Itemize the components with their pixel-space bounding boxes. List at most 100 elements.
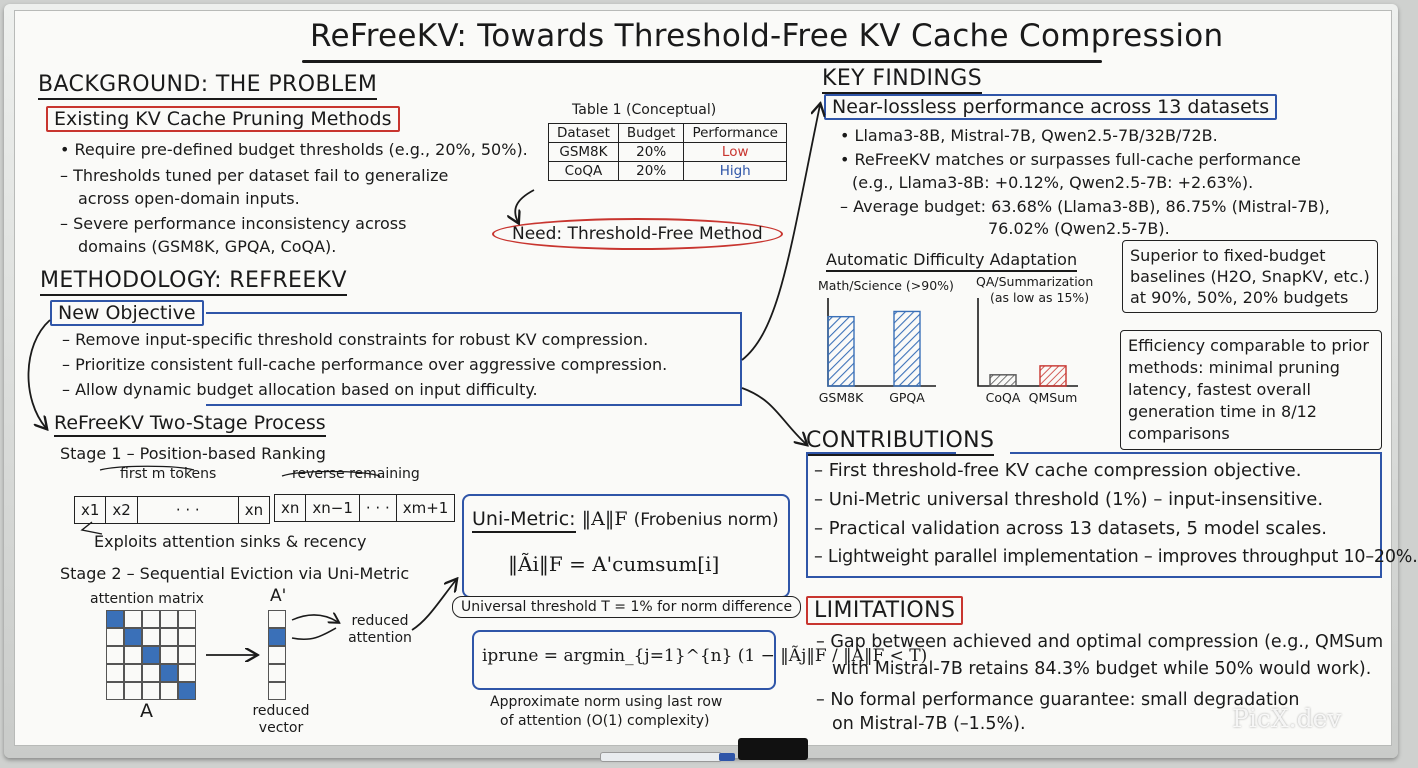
approx-note-2: of attention (O(1) complexity) xyxy=(500,713,710,729)
qa-summarization-label: QA/Summarization xyxy=(976,274,1094,289)
findings-bullet: (e.g., Llama3-8B: +0.12%, Qwen2.5-7B: +2… xyxy=(852,173,1254,192)
token: xn xyxy=(275,495,307,521)
table1-cell: CoQA xyxy=(548,161,619,181)
findings-heading: KEY FINDINGS xyxy=(822,66,983,94)
matrix-cell xyxy=(124,646,142,664)
attention-matrix-grid xyxy=(106,610,196,700)
attention-matrix-label: attention matrix xyxy=(90,591,204,607)
objective-bullet: – Allow dynamic budget allocation based … xyxy=(62,380,538,399)
matrix-cell xyxy=(106,628,124,646)
matrix-cell xyxy=(160,628,178,646)
matrix-cell xyxy=(160,646,178,664)
methodology-heading: METHODOLOGY: REFREEKV xyxy=(40,268,347,296)
token-sequence-first: x1 x2 · · · xn xyxy=(74,496,271,524)
background-bullet: – Severe performance inconsistency acros… xyxy=(60,214,407,233)
table1-cell: 20% xyxy=(617,161,685,181)
limitations-heading: LIMITATIONS xyxy=(806,596,964,625)
superior-box: Superior to fixed-budget baselines (H2O,… xyxy=(1122,240,1378,313)
title-underline xyxy=(302,60,1102,63)
matrix-cell xyxy=(178,664,196,682)
unimetric-norm: ‖A‖F xyxy=(581,508,628,530)
contribution-item: – Uni-Metric universal threshold (1%) – … xyxy=(814,489,1324,510)
findings-subheading: Near-lossless performance across 13 data… xyxy=(824,94,1278,120)
limitation-item: on Mistral-7B (–1.5%). xyxy=(832,714,1026,734)
adaptation-title: Automatic Difficulty Adaptation xyxy=(826,250,1078,272)
findings-bullet: • ReFreeKV matches or surpasses full-cac… xyxy=(840,150,1301,169)
watermark: PicX.dev xyxy=(1232,704,1342,733)
matrix-cell xyxy=(178,682,196,700)
objective-bullet: – Remove input-specific threshold constr… xyxy=(62,330,649,349)
token: · · · xyxy=(138,497,239,523)
contribution-item: – Practical validation across 13 dataset… xyxy=(814,518,1327,539)
table1-header: Performance xyxy=(683,123,787,143)
prune-formula: iprune = argmin_{j=1}^{n} (1 − ‖Ãj‖F / ‖… xyxy=(482,646,928,666)
approx-note: Approximate norm using last row xyxy=(490,694,723,710)
prune-formula-box xyxy=(472,630,776,690)
table1-header: Dataset xyxy=(548,123,619,143)
matrix-cell xyxy=(160,610,178,628)
matrix-cell xyxy=(142,664,160,682)
token: x2 xyxy=(106,497,138,523)
page-title: ReFreeKV: Towards Threshold-Free KV Cach… xyxy=(310,18,1224,54)
vector-cell xyxy=(268,628,286,646)
chart-category-label: CoQA xyxy=(986,390,1021,405)
chart-category-label: GSM8K xyxy=(819,390,864,405)
limitation-item: – Gap between achieved and optimal compr… xyxy=(816,632,1384,652)
objective-bullet: – Prioritize consistent full-cache perfo… xyxy=(62,355,668,374)
findings-bullet: • Llama3-8B, Mistral-7B, Qwen2.5-7B/32B/… xyxy=(840,126,1218,145)
contributions-box-top xyxy=(1010,452,1382,454)
token: x1 xyxy=(75,497,107,523)
marker-tray xyxy=(600,752,735,762)
chart-bar xyxy=(1039,365,1067,387)
table1-cell: 20% xyxy=(617,142,685,162)
vector-cell xyxy=(268,682,286,700)
table1-header: Budget xyxy=(617,123,685,143)
token: xn−1 xyxy=(306,495,360,521)
matrix-cell xyxy=(106,682,124,700)
efficiency-box: Efficiency comparable to prior methods: … xyxy=(1120,330,1382,450)
exploits-label: Exploits attention sinks & recency xyxy=(94,532,367,551)
chart-bar xyxy=(893,310,921,387)
qa-summarization-label-2: (as low as 15%) xyxy=(990,290,1090,305)
stage1-label: Stage 1 – Position-based Ranking xyxy=(60,444,326,463)
matrix-cell xyxy=(124,610,142,628)
findings-bullet: – Average budget: 63.68% (Llama3-8B), 86… xyxy=(840,197,1330,216)
matrix-cell xyxy=(178,610,196,628)
chart-category-label: GPQA xyxy=(889,390,925,405)
vector-cell xyxy=(268,646,286,664)
eraser xyxy=(738,738,808,760)
matrix-cell xyxy=(124,628,142,646)
background-heading: BACKGROUND: THE PROBLEM xyxy=(38,72,378,100)
matrix-cell xyxy=(142,646,160,664)
table1-caption: Table 1 (Conceptual) xyxy=(572,102,717,118)
universal-threshold-label: Universal threshold T = 1% for norm diff… xyxy=(452,596,802,618)
matrix-cell xyxy=(106,646,124,664)
background-bullet: – Thresholds tuned per dataset fail to g… xyxy=(60,166,449,185)
background-bullet: across open-domain inputs. xyxy=(78,189,300,208)
need-threshold-free-oval: Need: Threshold-Free Method xyxy=(492,218,783,250)
table1-cell: High xyxy=(683,161,787,181)
stage2-label: Stage 2 – Sequential Eviction via Uni-Me… xyxy=(60,564,410,583)
contribution-item: – Lightweight parallel implementation – … xyxy=(814,547,1418,567)
table1-cell: GSM8K xyxy=(548,142,619,162)
matrix-cell xyxy=(142,628,160,646)
chart-bar xyxy=(989,374,1017,387)
chart-bar xyxy=(827,315,855,387)
reverse-remaining-label: reverse remaining xyxy=(292,466,420,482)
matrix-cell xyxy=(160,664,178,682)
reduced-attention-label: reduced attention xyxy=(348,613,412,646)
contributions-box xyxy=(806,452,1382,578)
matrix-cell xyxy=(106,610,124,628)
matrix-cell xyxy=(142,610,160,628)
matrix-cell xyxy=(142,682,160,700)
matrix-cell xyxy=(106,664,124,682)
background-subheading: Existing KV Cache Pruning Methods xyxy=(46,106,400,132)
findings-bullet: 76.02% (Qwen2.5-7B). xyxy=(988,219,1170,238)
reduced-vector xyxy=(268,610,288,700)
limitation-item: – No formal performance guarantee: small… xyxy=(816,690,1300,710)
vector-cell xyxy=(268,610,286,628)
math-science-label: Math/Science (>90%) xyxy=(818,278,954,293)
matrix-cell xyxy=(178,628,196,646)
unimetric-note: (Frobenius norm) xyxy=(633,510,779,530)
contributions-heading: CONTRIBUTIONS xyxy=(806,428,995,456)
